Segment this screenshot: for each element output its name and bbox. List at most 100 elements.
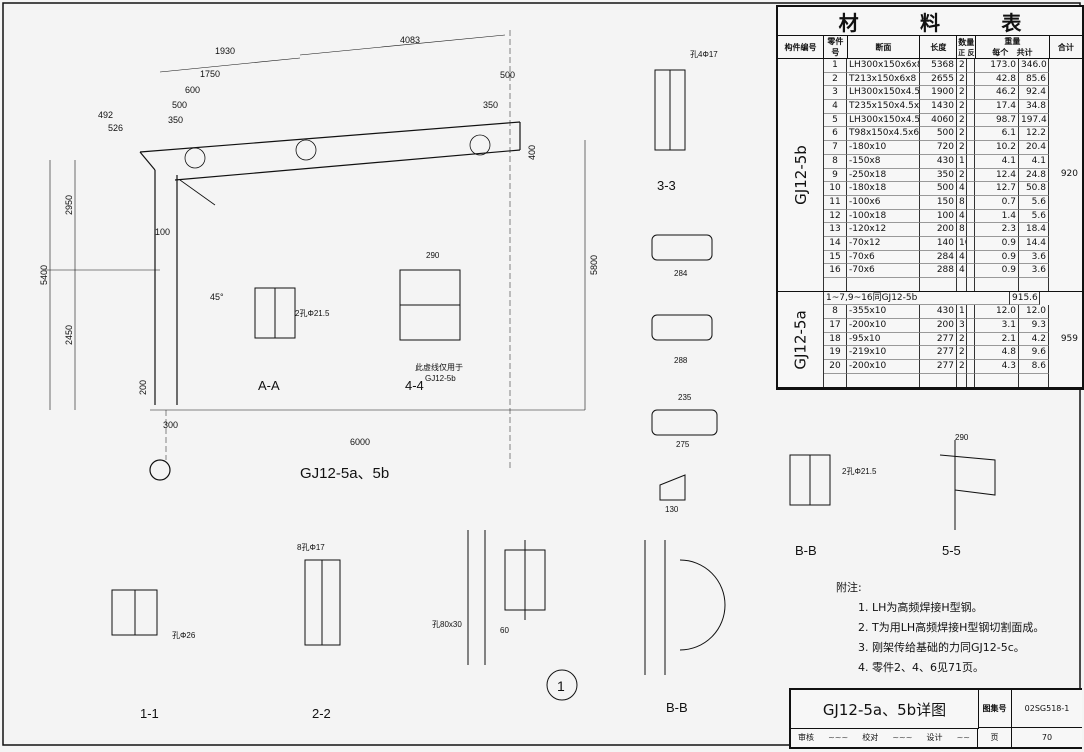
dim-288: 288 — [674, 356, 688, 365]
member-cell — [778, 141, 824, 155]
main-title: GJ12-5a、5b — [300, 465, 389, 482]
hdr-part: 零件号 — [824, 36, 848, 58]
table-cell — [847, 278, 920, 292]
table-cell: 2 — [957, 72, 967, 87]
table-cell — [967, 127, 975, 142]
table-cell: 8.6 — [1019, 360, 1049, 374]
table-cell — [967, 141, 975, 155]
table-cell — [967, 113, 975, 128]
table-cell: 6.1 — [975, 127, 1019, 142]
table-cell: 12.4 — [975, 168, 1019, 183]
table-cell: 11 — [824, 195, 847, 210]
total-cell — [1049, 278, 1082, 292]
dim-200: 200 — [138, 380, 148, 395]
table-cell: 2 — [957, 100, 967, 114]
member-cell — [778, 250, 824, 265]
table-cell: 4 — [957, 264, 967, 278]
table-cell: 16 — [824, 264, 847, 278]
total-cell — [1049, 305, 1082, 319]
table-cell — [967, 223, 975, 237]
table-cell: 14.4 — [1019, 236, 1049, 251]
main-dims: 1930 4083 1750 600 500 350 492 526 2950 … — [39, 35, 599, 482]
dim-45: 45° — [210, 292, 224, 302]
total-cell — [1049, 223, 1082, 237]
total-cell — [1049, 346, 1082, 360]
view-labels: A-A 4-4 3-3 1-1 2-2 B-B B-B 5-5 1 — [140, 178, 961, 721]
table-cell — [847, 373, 920, 388]
view-label-44: 4-4 — [405, 378, 424, 393]
table-cell: 500 — [920, 182, 957, 196]
table-cell: 15 — [824, 250, 847, 265]
member-cell — [778, 264, 824, 278]
member-cell — [778, 127, 824, 142]
table-cell: 277 — [920, 346, 957, 361]
table-cell: 2 — [957, 113, 967, 128]
dim-1930: 1930 — [215, 46, 235, 56]
member-cell — [778, 332, 824, 347]
table-cell — [1019, 373, 1049, 388]
table-cell — [824, 373, 847, 388]
note-item: 4. 零件2、4、6见71页。 — [858, 661, 984, 674]
table-cell: 7 — [824, 141, 847, 155]
member-cell — [778, 278, 824, 292]
table-cell: 8 — [957, 195, 967, 210]
table-cell: -120x12 — [847, 223, 920, 237]
dim-290: 290 — [426, 251, 440, 260]
member-cell — [778, 236, 824, 251]
table-cell — [957, 278, 967, 292]
view-label-55: 5-5 — [942, 543, 961, 558]
table-cell: 200 — [920, 223, 957, 237]
dim-526: 526 — [108, 123, 123, 133]
dim-300: 300 — [163, 420, 178, 430]
member-name: GJ12-5a — [792, 310, 811, 370]
table-cell — [967, 100, 975, 114]
table-cell — [957, 373, 967, 388]
section-views — [111, 69, 996, 701]
table-cell: -70x6 — [847, 264, 920, 278]
table-cell: 1430 — [920, 100, 957, 114]
view-label-aa: A-A — [258, 378, 280, 393]
table-cell: 1 — [957, 305, 967, 320]
table-cell: 2 — [957, 168, 967, 183]
table-cell: 42.8 — [975, 72, 1019, 87]
view-label-33: 3-3 — [657, 178, 676, 193]
table-cell: -250x18 — [847, 168, 920, 183]
table-cell: T213x150x6x8 — [847, 72, 920, 87]
hdr-sum: 共计 — [1016, 48, 1033, 57]
table-cell: 92.4 — [1019, 86, 1049, 101]
table-cell: 10 — [824, 182, 847, 196]
summary-value: 915.6 — [1010, 291, 1040, 306]
dim-350b: 350 — [483, 100, 498, 110]
dim-130: 130 — [665, 505, 679, 514]
table-cell: 50.8 — [1019, 182, 1049, 196]
dim-5800: 5800 — [589, 255, 599, 275]
note-hole26: 孔Φ26 — [172, 631, 196, 640]
title-char: 表 — [1001, 10, 1022, 35]
check-label: 校对 — [862, 733, 879, 742]
dim-2450: 2450 — [64, 325, 74, 345]
total-cell — [1049, 374, 1082, 388]
note-item: 3. 刚架传给基础的力同GJ12-5c。 — [858, 641, 1025, 654]
dim-100: 100 — [155, 227, 170, 237]
group-divider — [778, 290, 1082, 292]
note-hole17: 8孔Φ17 — [297, 543, 325, 552]
table-cell: 277 — [920, 332, 957, 347]
table-cell — [967, 332, 975, 347]
hdr-qty: 数量正 反 — [957, 36, 977, 58]
table-cell: 4 — [824, 100, 847, 114]
dim-275: 275 — [676, 440, 690, 449]
table-cell: 4060 — [920, 113, 957, 128]
table-cell: T235x150x4.5x6 — [847, 100, 920, 114]
table-cell: 12.2 — [1019, 127, 1049, 142]
table-row: 14-70x12140160.914.4 — [778, 236, 1082, 251]
total-cell — [1049, 59, 1082, 73]
